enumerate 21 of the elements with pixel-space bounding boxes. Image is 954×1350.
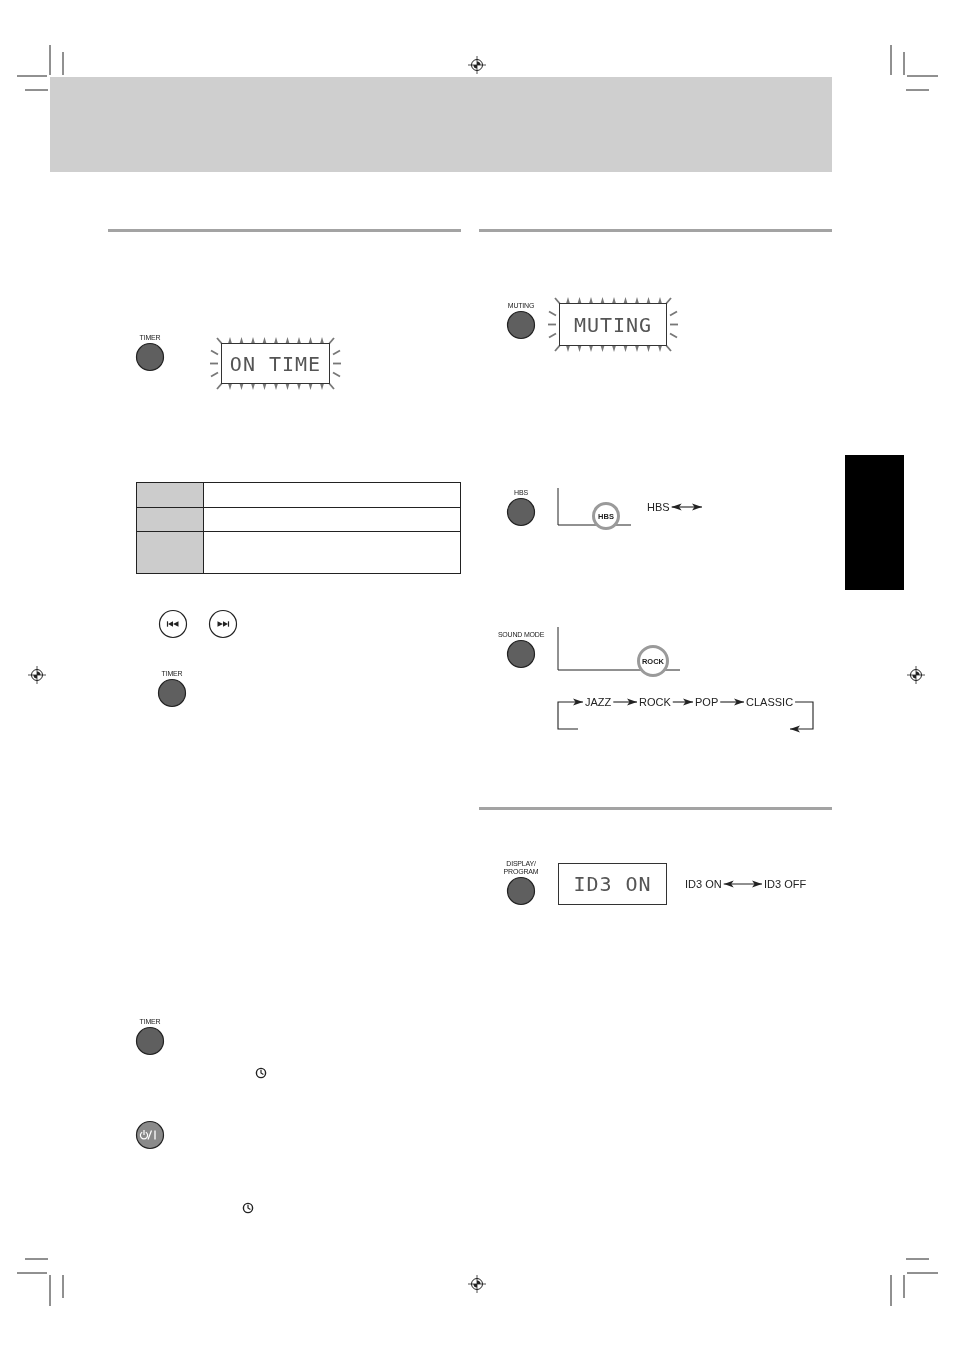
arrow — [557, 698, 584, 730]
arrow — [672, 698, 694, 706]
next-button — [208, 609, 238, 639]
lcd-display: ON TIME — [221, 343, 330, 384]
mode-name: POP — [693, 695, 721, 709]
double-arrow — [723, 880, 763, 888]
double-arrow — [671, 503, 703, 511]
arrow — [719, 698, 745, 706]
arrow — [612, 698, 638, 706]
mode-label: HBS — [645, 500, 672, 514]
mode-name: CLASSIC — [744, 695, 796, 709]
option-label: ID3 ON — [683, 877, 724, 891]
lcd-display: ID3 ON — [558, 863, 667, 905]
option-label: ID3 OFF — [762, 877, 809, 891]
lcd-display: MUTING — [559, 303, 667, 346]
arrow — [789, 701, 814, 733]
power-button — [135, 1120, 165, 1150]
mode-name: ROCK — [637, 695, 673, 709]
mode-name: JAZZ — [583, 695, 614, 709]
previous-button — [158, 609, 188, 639]
side-tab — [845, 455, 904, 590]
